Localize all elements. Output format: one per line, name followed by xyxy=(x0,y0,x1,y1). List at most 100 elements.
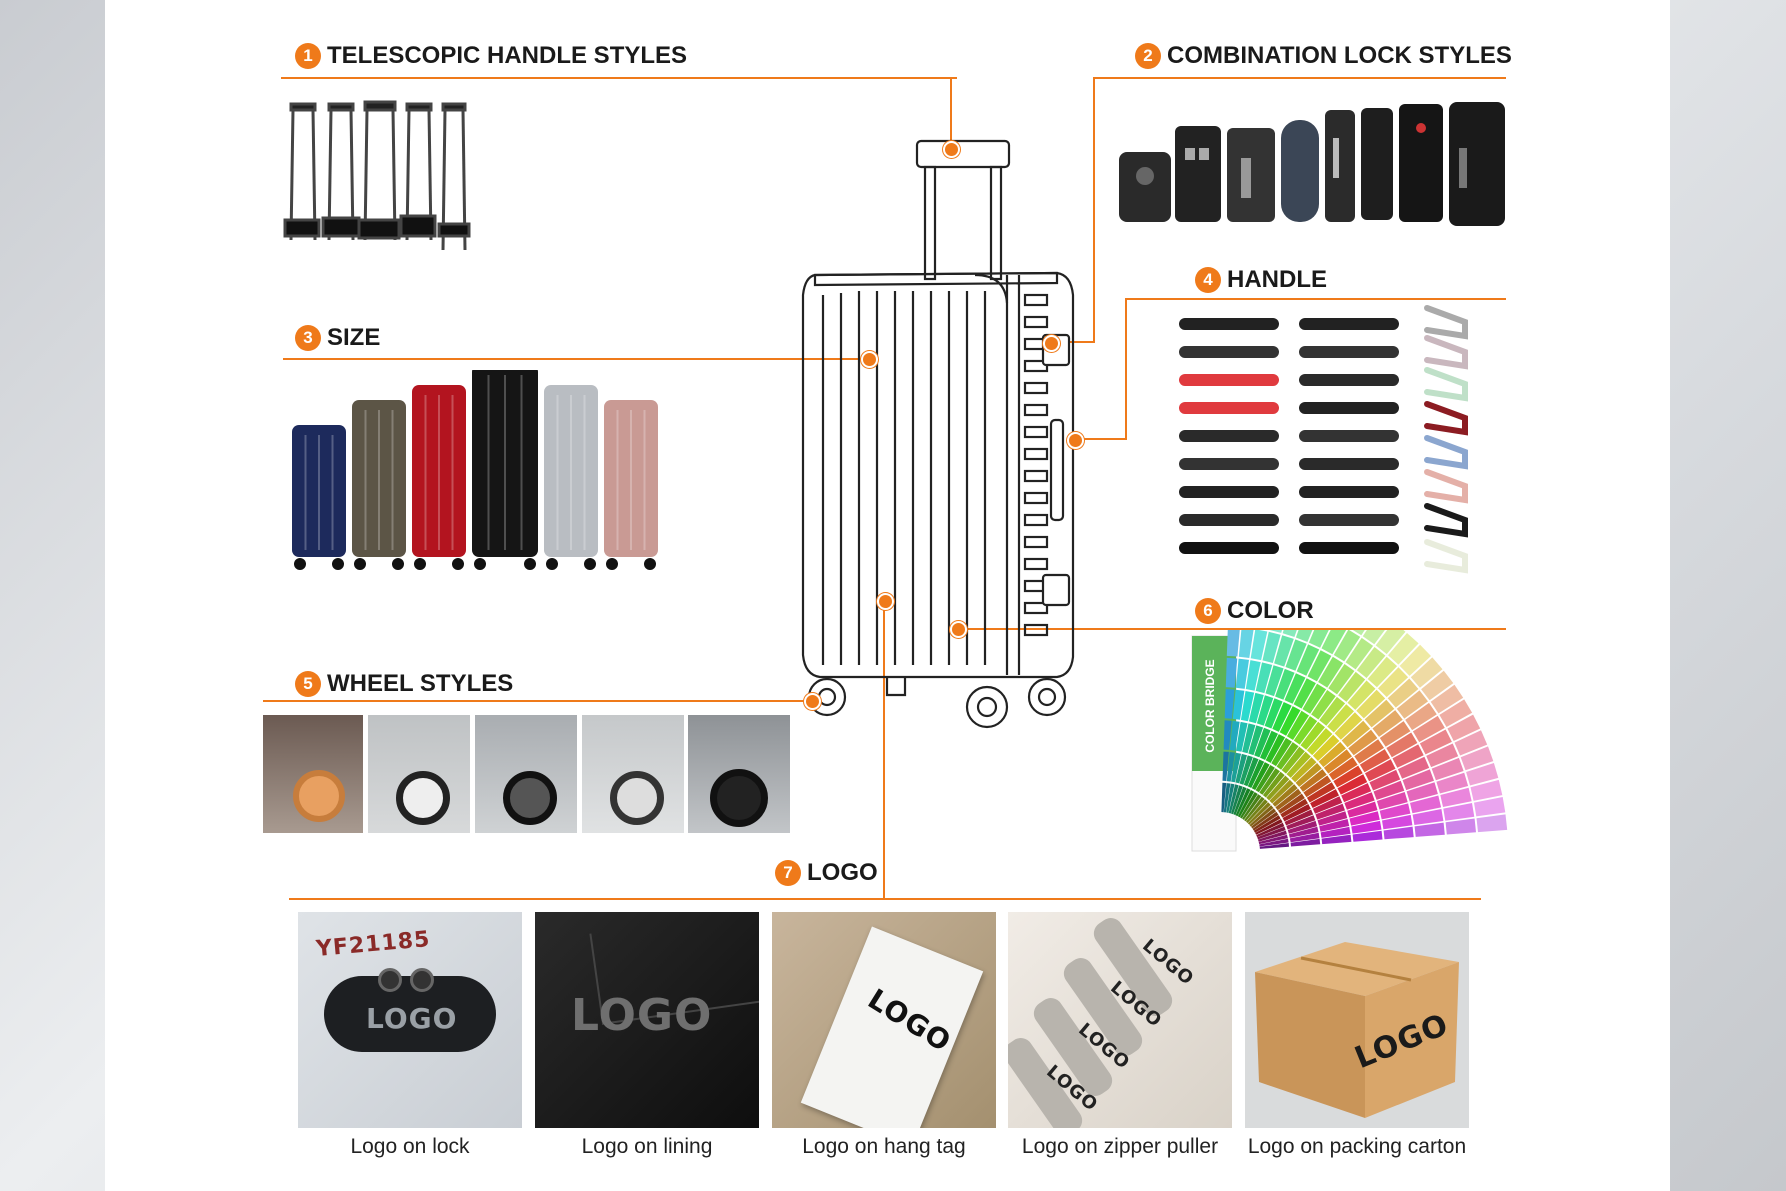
color-swatch xyxy=(1251,762,1270,790)
color-swatch xyxy=(1345,637,1374,670)
color-swatch xyxy=(1315,803,1345,820)
color-swatch xyxy=(1397,756,1430,779)
suitcase-swatch xyxy=(544,385,598,570)
lock-code-text: YF21185 xyxy=(315,927,432,962)
color-swatch xyxy=(1376,792,1408,810)
color-swatch xyxy=(1344,792,1375,810)
color-swatch xyxy=(1307,650,1332,682)
color-swatch xyxy=(1443,803,1475,821)
color-swatch xyxy=(1348,729,1378,756)
color-swatch xyxy=(1276,742,1299,770)
color-swatch xyxy=(1293,716,1318,745)
step-number: 6 xyxy=(1195,598,1221,624)
color-swatch xyxy=(1237,790,1255,818)
color-swatch xyxy=(1235,753,1247,784)
logo-example-caption: Logo on lock xyxy=(350,1135,470,1158)
wheel-style-image-5 xyxy=(688,715,790,833)
logo-text: LOGO xyxy=(366,1002,458,1035)
heading-size: 3 SIZE xyxy=(295,324,380,352)
connector-dot xyxy=(804,693,821,710)
color-swatch xyxy=(1255,819,1283,835)
color-swatch xyxy=(1354,739,1384,764)
step-number: 1 xyxy=(295,43,321,69)
color-swatch xyxy=(1347,680,1376,710)
color-swatch xyxy=(1275,788,1302,811)
color-swatch xyxy=(1258,834,1288,845)
color-swatch xyxy=(1247,759,1265,788)
color-swatch xyxy=(1229,720,1240,751)
color-swatch xyxy=(1402,769,1434,791)
color-swatch xyxy=(1466,763,1499,786)
color-swatch xyxy=(1224,689,1235,719)
color-swatch xyxy=(1223,720,1232,750)
color-swatch xyxy=(1379,721,1411,747)
color-swatch xyxy=(1240,792,1258,819)
color-swatch xyxy=(1291,757,1317,783)
color-swatch xyxy=(1321,834,1352,845)
color-swatch xyxy=(1231,785,1243,815)
color-swatch xyxy=(1333,630,1361,662)
color-swatch xyxy=(1278,793,1305,814)
color-swatch xyxy=(1242,723,1256,754)
suitcase-swatch xyxy=(472,370,538,570)
color-swatch xyxy=(1311,690,1336,720)
connector-line xyxy=(950,77,952,147)
color-swatch xyxy=(1253,815,1281,833)
color-swatch xyxy=(1317,811,1348,826)
color-swatch xyxy=(1272,784,1298,807)
color-swatch xyxy=(1328,664,1355,695)
color-swatch xyxy=(1235,658,1249,689)
suitcase-swatch xyxy=(352,400,406,570)
connector-line xyxy=(1047,341,1095,343)
color-swatch xyxy=(1250,630,1268,661)
color-swatch xyxy=(1221,782,1227,813)
color-swatch xyxy=(1388,633,1419,665)
wheel-style-image-3 xyxy=(475,715,577,833)
color-swatch xyxy=(1410,657,1443,688)
step-number: 5 xyxy=(295,671,321,697)
color-swatch xyxy=(1387,678,1419,708)
color-swatch xyxy=(1308,630,1329,648)
logo-example-zipper-image: LOGO LOGO LOGO LOGO xyxy=(1008,912,1232,1128)
logo-example-lock-image: YF21185 LOGO xyxy=(298,912,522,1128)
color-swatch xyxy=(1318,741,1346,768)
logo-example-caption: Logo on packing carton xyxy=(1247,1135,1467,1158)
color-swatch xyxy=(1226,630,1240,657)
heading-text: LOGO xyxy=(807,859,878,886)
color-swatch xyxy=(1320,826,1351,838)
heading-text: TELESCOPIC HANDLE STYLES xyxy=(327,42,688,69)
color-swatch xyxy=(1349,811,1380,826)
color-swatch xyxy=(1352,630,1365,636)
telescopic-handles-image xyxy=(283,100,471,251)
color-swatch xyxy=(1289,826,1319,838)
color-swatch xyxy=(1238,630,1254,658)
color-swatch xyxy=(1405,702,1437,731)
wheel-style-image-2 xyxy=(368,715,470,833)
suitcase-swatch xyxy=(292,425,346,570)
heading-telescopic-handle: 1 TELESCOPIC HANDLE STYLES xyxy=(295,42,687,70)
color-swatch xyxy=(1351,820,1382,834)
color-swatch xyxy=(1421,670,1454,701)
color-swatch xyxy=(1259,838,1289,847)
color-swatch xyxy=(1245,660,1261,691)
color-swatch xyxy=(1282,630,1297,637)
color-swatch xyxy=(1256,695,1274,726)
carton-box-drawing xyxy=(1255,942,1459,1118)
color-swatch xyxy=(1323,749,1352,774)
color-swatch xyxy=(1396,690,1428,719)
wheel-style-image-4 xyxy=(582,715,684,833)
color-swatch xyxy=(1364,699,1395,728)
connector-line xyxy=(957,628,1506,630)
color-swatch xyxy=(1274,635,1294,667)
color-swatch xyxy=(1265,734,1286,763)
color-swatch xyxy=(1302,683,1327,714)
connector-line xyxy=(289,898,1481,900)
color-swatch xyxy=(1248,692,1264,724)
connector-line xyxy=(1093,77,1506,79)
color-swatch xyxy=(1239,755,1253,785)
color-swatch xyxy=(1306,728,1333,756)
color-swatch xyxy=(1382,814,1413,830)
color-swatch xyxy=(1365,759,1396,782)
connector-line xyxy=(1125,298,1127,440)
connector-line xyxy=(1071,438,1127,440)
